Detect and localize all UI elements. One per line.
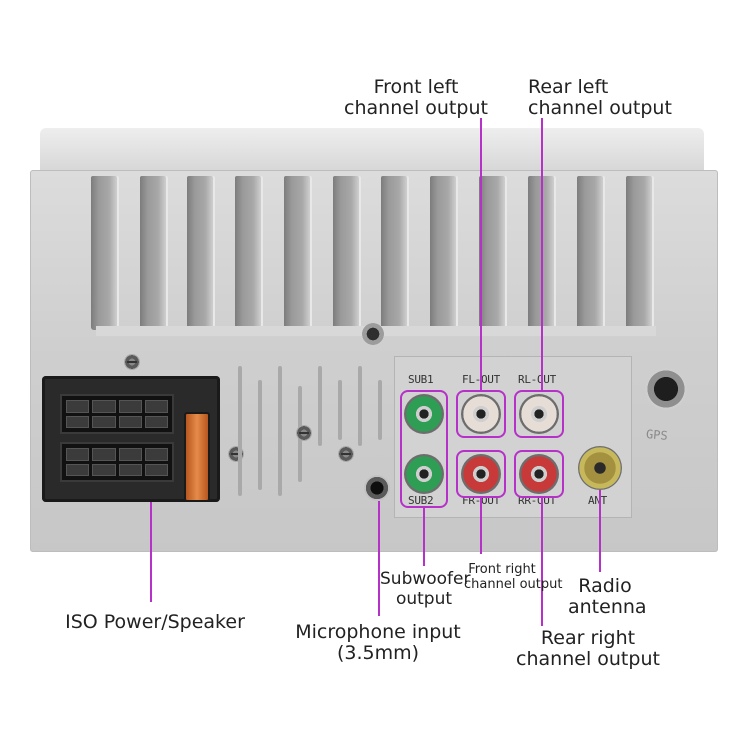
mounting-hole (362, 323, 384, 345)
gps-label: GPS (645, 427, 669, 443)
iso-pin-row (60, 442, 174, 482)
callout-rear-right: Rear right channel output (516, 627, 660, 670)
heatsink-fin (235, 176, 261, 330)
heatsink-fin (187, 176, 213, 330)
gps-port (645, 368, 687, 410)
heatsink-fin (140, 176, 166, 330)
microphone-leader (378, 501, 380, 616)
subwoofer-highlight (400, 390, 448, 508)
port-label-sub2: SUB2 (408, 494, 434, 507)
unit-top-panel (40, 128, 704, 173)
rear-right-leader (541, 498, 543, 626)
rear-right-jack (519, 454, 559, 494)
heatsink-fin (479, 176, 505, 330)
subwoofer-1-jack (404, 394, 444, 434)
heatsink-fin (91, 176, 117, 330)
heatsink-fin (333, 176, 359, 330)
microphone-jack (364, 475, 390, 501)
callout-radio-antenna: Radio antenna (568, 575, 647, 618)
subwoofer-leader (423, 508, 425, 566)
front-right-jack (461, 454, 501, 494)
callout-front-right: Front right channel output (464, 562, 563, 592)
callout-subwoofer: Subwoofer output (380, 569, 471, 609)
callout-rear-left: Rear left channel output (528, 76, 672, 119)
screw-icon (296, 425, 312, 441)
heatsink-fin (577, 176, 603, 330)
iso-leader (150, 502, 152, 602)
rear-right-highlight (514, 450, 564, 498)
antenna-leader (599, 490, 601, 572)
front-right-leader (480, 498, 482, 554)
front-right-highlight (456, 450, 506, 498)
screw-icon (338, 446, 354, 462)
iso-pin-row (60, 394, 174, 434)
rear-left-leader (541, 118, 543, 390)
heatsink-fin (430, 176, 456, 330)
subwoofer-2-jack (404, 454, 444, 494)
screw-icon (124, 354, 140, 370)
heatsink-fin (381, 176, 407, 330)
antenna-jack (578, 446, 622, 490)
front-left-leader (480, 118, 482, 390)
fuse-icon (184, 412, 210, 502)
callout-iso: ISO Power/Speaker (65, 611, 245, 633)
port-label-rl-out: RL-OUT (518, 373, 556, 386)
front-left-jack (461, 394, 501, 434)
rear-left-jack (519, 394, 559, 434)
callout-front-left: Front left channel output (344, 76, 488, 119)
callout-microphone: Microphone input (3.5mm) (295, 621, 461, 664)
front-left-highlight (456, 390, 506, 438)
port-label-sub1: SUB1 (408, 373, 434, 386)
heatsink-fin (284, 176, 310, 330)
heatsink-fin (626, 176, 652, 330)
port-label-ant: ANT (588, 494, 607, 507)
rear-left-highlight (514, 390, 564, 438)
